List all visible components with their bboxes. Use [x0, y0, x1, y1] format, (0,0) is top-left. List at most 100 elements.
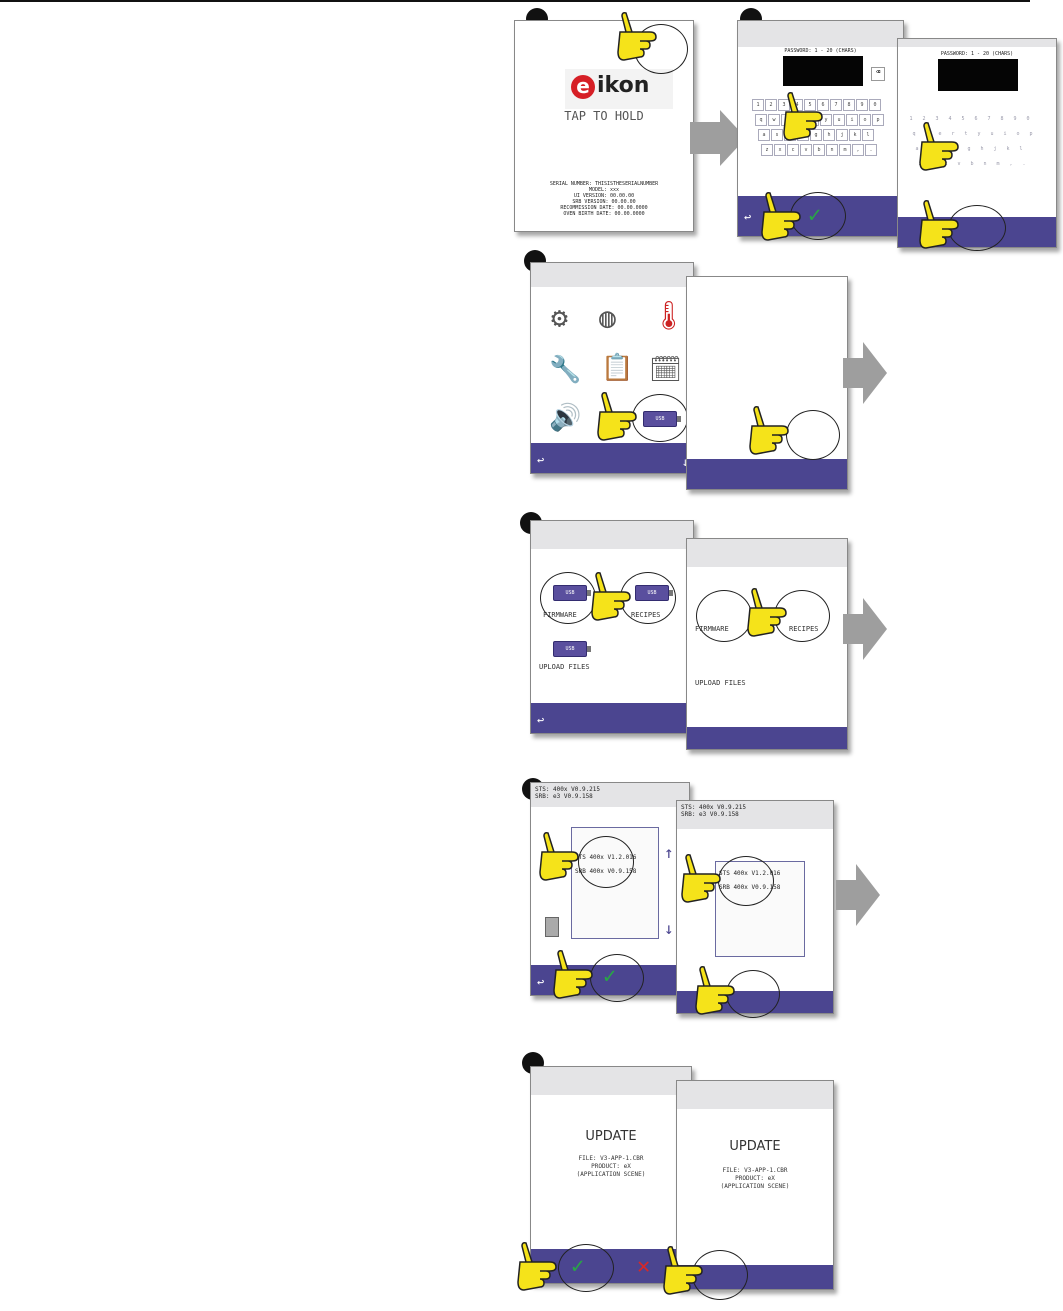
keyboard-key[interactable]: u [833, 114, 845, 126]
keyboard-key: 1 [906, 114, 916, 124]
keyboard-key[interactable]: g [810, 129, 822, 141]
keyboard-key[interactable]: v [800, 144, 812, 156]
keyboard-key: 8 [997, 114, 1007, 124]
keyboard-key[interactable]: . [865, 144, 877, 156]
keyboard-key: n [980, 159, 990, 169]
pointing-hand-icon [918, 122, 966, 178]
speaker-icon[interactable]: 🔊 [549, 403, 582, 433]
eikon-logo: e ikon [565, 69, 673, 109]
scroll-down-icon[interactable]: ↓ [682, 455, 689, 469]
update-file: FILE: V3-APP-1.CBR [578, 1155, 644, 1162]
keyboard-key: e [935, 129, 945, 139]
update-type: (APPLICATION SCENE) [576, 1171, 646, 1178]
keyboard-key[interactable]: q [755, 114, 767, 126]
pointing-hand-icon [552, 950, 600, 1006]
pointing-hand-icon [748, 406, 796, 462]
upload-files-label: UPLOAD FILES [695, 679, 746, 687]
keyboard-key: 0 [1023, 114, 1033, 124]
keyboard-key: . [1019, 159, 1029, 169]
back-icon[interactable]: ↩ [537, 975, 545, 989]
keyboard-key[interactable]: m [839, 144, 851, 156]
clipboard-icon[interactable]: 📋 [601, 353, 634, 383]
keyboard-key: r [948, 129, 958, 139]
pointing-hand-icon [662, 1246, 710, 1302]
keyboard-key[interactable]: 9 [856, 99, 868, 111]
keyboard-key: t [961, 129, 971, 139]
pointing-hand-icon [746, 588, 794, 644]
keyboard-key: 3 [932, 114, 942, 124]
keyboard-key[interactable]: l [862, 129, 874, 141]
touch-target-ring [786, 410, 840, 460]
back-icon[interactable]: ↩ [744, 210, 752, 224]
update-title: UPDATE [585, 1129, 637, 1144]
keyboard-key: o [1013, 129, 1023, 139]
pointing-hand-icon [782, 92, 830, 148]
keyboard-key[interactable]: k [849, 129, 861, 141]
device-info: SERIAL NUMBER: THISISTHESERIALNUMBER MOD… [549, 181, 659, 217]
cancel-cross-icon[interactable]: ✕ [637, 1254, 651, 1279]
keyboard-key[interactable]: n [826, 144, 838, 156]
keyboard-key[interactable]: j [836, 129, 848, 141]
keyboard-key[interactable]: h [823, 129, 835, 141]
keyboard-key[interactable]: 5 [804, 99, 816, 111]
password-field[interactable] [783, 56, 863, 86]
keyboard-key[interactable]: c [787, 144, 799, 156]
keyboard-key: 6 [971, 114, 981, 124]
keyboard-key[interactable]: z [761, 144, 773, 156]
back-icon[interactable]: ↩ [537, 713, 545, 727]
scroll-down-icon[interactable]: ↓ [664, 919, 674, 938]
keyboard-key: u [987, 129, 997, 139]
update-product: PRODUCT: eX [735, 1175, 775, 1182]
firmware-button-ring[interactable] [540, 572, 596, 624]
keyboard-key[interactable]: 7 [830, 99, 842, 111]
usb-options-pressed-screen: FIRMWARE RECIPES UPLOAD FILES [686, 538, 848, 750]
keyboard-key[interactable]: s [771, 129, 783, 141]
usb-upload-icon: USB [553, 641, 591, 657]
keyboard-key[interactable]: p [872, 114, 884, 126]
keyboard-key: p [1026, 129, 1036, 139]
keyboard-key[interactable]: b [813, 144, 825, 156]
pointing-hand-icon [590, 572, 638, 628]
keyboard-key[interactable]: 8 [843, 99, 855, 111]
update-title: UPDATE [729, 1139, 781, 1154]
current-srb-version: SRB: e3 V0.9.158 [535, 793, 593, 800]
keyboard-key: g [964, 144, 974, 154]
keyboard-key[interactable]: w [768, 114, 780, 126]
keyboard-key[interactable]: x [774, 144, 786, 156]
tap-to-hold-label: TAP TO HOLD [564, 109, 644, 123]
flow-arrow-icon [843, 598, 887, 660]
keyboard-key: m [993, 159, 1003, 169]
keyboard-key[interactable]: 1 [752, 99, 764, 111]
wrench-icon[interactable]: 🔧 [549, 355, 582, 385]
flow-arrow-icon [843, 342, 887, 404]
keyboard-key[interactable]: , [852, 144, 864, 156]
pointing-hand-icon [918, 200, 966, 256]
keyboard-key[interactable]: 6 [817, 99, 829, 111]
touch-target-ring [558, 1244, 614, 1292]
keyboard-key: h [977, 144, 987, 154]
keyboard-key[interactable]: o [859, 114, 871, 126]
touch-target-ring [578, 836, 634, 888]
keyboard-key: i [1000, 129, 1010, 139]
pointing-hand-icon [596, 392, 644, 448]
calendar-clock-icon[interactable]: 🗓 [649, 355, 683, 385]
scroll-up-icon[interactable]: ↑ [664, 843, 674, 862]
current-sts-version: STS: 400x V0.9.215 [681, 804, 747, 811]
thermometer-icon[interactable]: 🌡 [651, 299, 687, 332]
keyboard-key[interactable]: 2 [765, 99, 777, 111]
keyboard-key: 4 [945, 114, 955, 124]
settings-gear-icon[interactable]: ⚙ [551, 301, 568, 334]
upload-files-label: UPLOAD FILES [539, 663, 590, 671]
keyboard-key[interactable]: 0 [869, 99, 881, 111]
pointing-hand-icon [680, 854, 728, 910]
keyboard-key: 2 [919, 114, 929, 124]
keyboard-key[interactable]: i [846, 114, 858, 126]
globe-icon[interactable]: ◍ [599, 301, 616, 334]
keyboard-key: l [1016, 144, 1026, 154]
clear-icon[interactable]: ⌫ [871, 67, 885, 81]
update-type: (APPLICATION SCENE) [720, 1183, 790, 1190]
pointing-hand-icon [760, 192, 808, 248]
back-icon[interactable]: ↩ [537, 453, 545, 467]
password-field-filled [938, 59, 1018, 91]
keyboard-key[interactable]: a [758, 129, 770, 141]
